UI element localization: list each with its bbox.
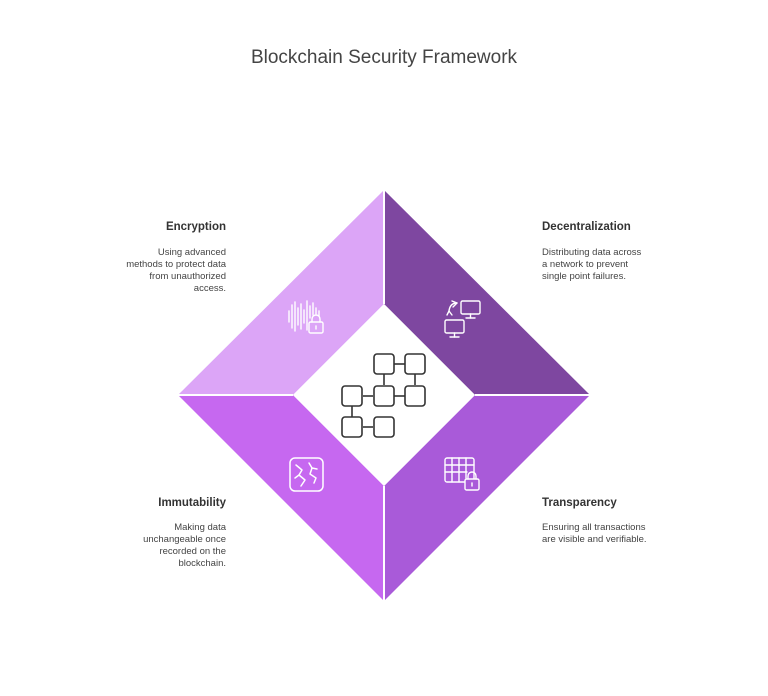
decentralization-quadrant bbox=[384, 190, 590, 395]
encryption-description: Using advanced methods to protect data f… bbox=[126, 247, 226, 294]
network-monitors-icon bbox=[444, 300, 481, 338]
transparency-title: Transparency bbox=[542, 497, 617, 509]
table-lock-icon bbox=[444, 457, 480, 491]
transparency-quadrant bbox=[384, 395, 590, 601]
immutability-description: Making data unchangeable once recorded o… bbox=[143, 522, 226, 569]
blockchain-blocks-icon bbox=[341, 353, 426, 438]
decentralization-description: Distributing data across a network to pr… bbox=[542, 247, 642, 282]
encryption-title: Encryption bbox=[165, 221, 226, 233]
cracked-block-icon bbox=[289, 457, 324, 492]
quadrant-separators bbox=[176, 188, 592, 603]
transparency-description: Ensuring all transactions are visible an… bbox=[542, 522, 647, 545]
encryption-quadrant bbox=[178, 190, 384, 395]
audio-lock-icon bbox=[288, 300, 324, 334]
decentralization-title: Decentralization bbox=[542, 221, 631, 233]
immutability-quadrant bbox=[178, 395, 384, 601]
immutability-title: Immutability bbox=[158, 497, 226, 509]
diagram-title: Blockchain Security Framework bbox=[250, 47, 518, 68]
